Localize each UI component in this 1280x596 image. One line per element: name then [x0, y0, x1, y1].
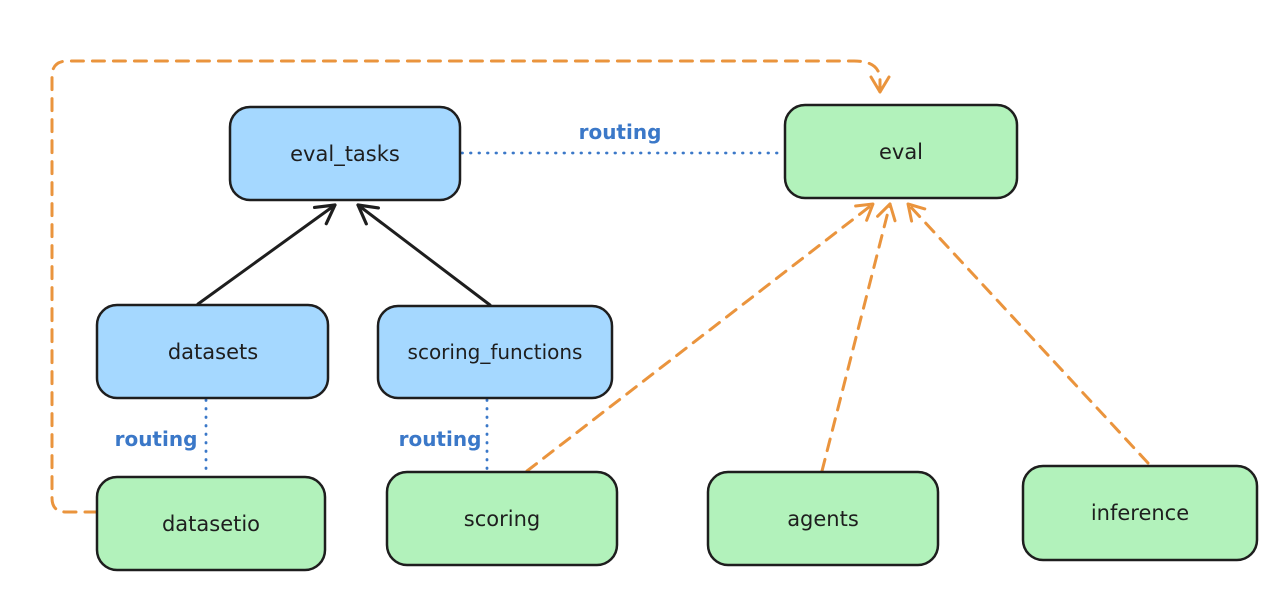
edge-inference-to-eval	[906, 202, 1150, 465]
node-datasetio: datasetio	[95, 475, 327, 572]
node-scoring-label: scoring	[464, 507, 540, 531]
node-eval: eval	[783, 103, 1019, 200]
node-inference-shape	[1021, 464, 1259, 562]
edge-datasetio-to-eval	[50, 59, 891, 514]
edge-scoring-functions-to-eval-tasks	[356, 203, 492, 307]
node-agents-shape	[706, 470, 940, 567]
node-eval-tasks-label: eval_tasks	[290, 142, 400, 167]
node-eval-label: eval	[879, 140, 923, 164]
edge-label-routing-scoring: routing	[399, 427, 482, 451]
node-datasets: datasets	[95, 303, 330, 400]
node-agents: agents	[706, 470, 940, 567]
node-scoring-functions: scoring_functions	[376, 304, 614, 400]
edge-scoring-to-eval	[525, 202, 875, 473]
node-inference: inference	[1021, 464, 1259, 562]
node-inference-label: inference	[1091, 501, 1189, 525]
node-agents-label: agents	[787, 507, 859, 531]
edge-label-routing-datasetio: routing	[115, 427, 198, 451]
node-eval-shape	[783, 103, 1019, 200]
node-scoring-functions-shape	[376, 304, 614, 400]
node-scoring: scoring	[385, 470, 619, 567]
edge-agents-to-eval	[820, 202, 897, 473]
edge-datasets-to-eval-tasks	[196, 203, 337, 306]
node-datasetio-shape	[95, 475, 327, 572]
node-eval-tasks: eval_tasks	[228, 105, 462, 202]
edge-label-routing-eval: routing	[579, 120, 662, 144]
node-datasets-label: datasets	[168, 340, 258, 364]
node-datasets-shape	[95, 303, 330, 400]
node-datasetio-label: datasetio	[162, 512, 260, 536]
edges	[50, 59, 1150, 514]
node-eval-tasks-shape	[228, 105, 462, 202]
node-scoring-functions-label: scoring_functions	[408, 340, 583, 364]
node-scoring-shape	[385, 470, 619, 567]
